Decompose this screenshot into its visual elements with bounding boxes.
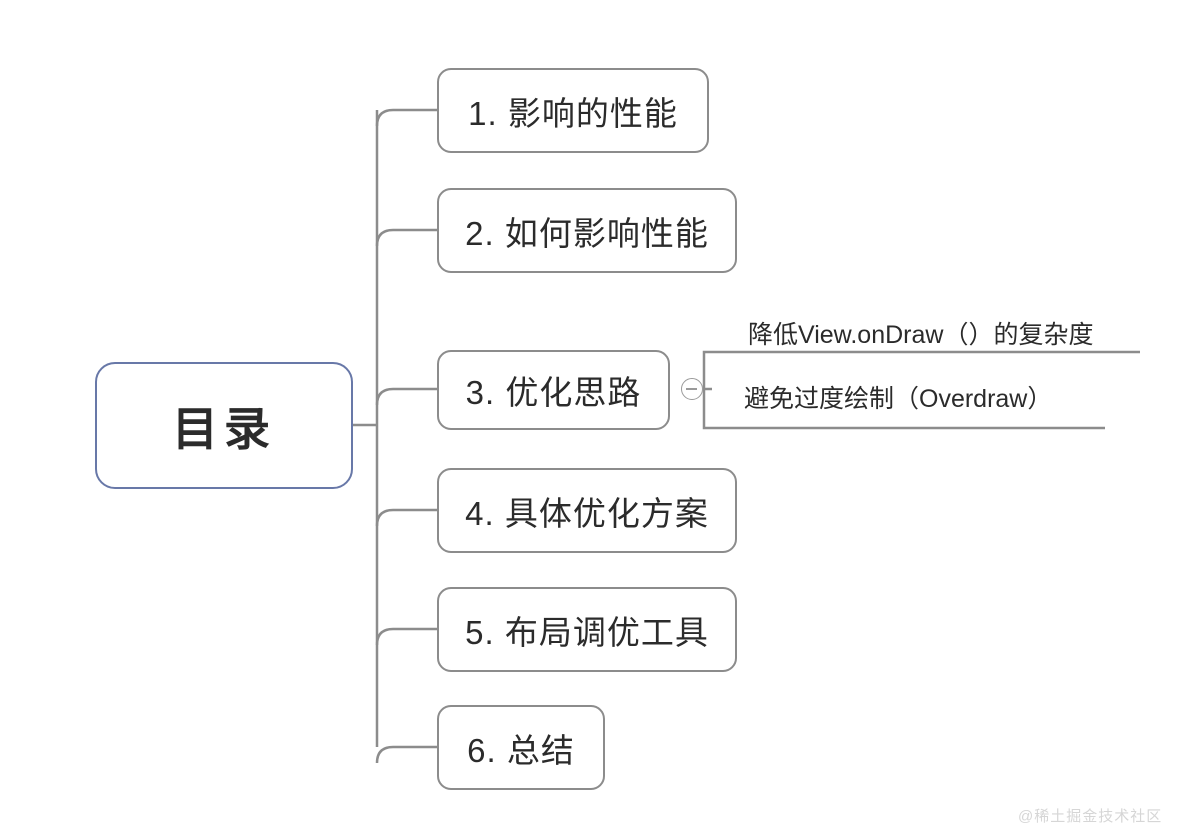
branch-node-4[interactable]: 4. 具体优化方案 [437, 468, 737, 553]
collapse-toggle-icon[interactable] [681, 378, 703, 400]
leaf-node-1[interactable]: 降低View.onDraw（）的复杂度 [748, 313, 1093, 353]
connector-subbranch-lower [702, 389, 1105, 430]
connector-branch-5 [375, 627, 437, 646]
root-node-label: 目录 [172, 402, 276, 455]
leaf-node-2[interactable]: 避免过度绘制（Overdraw） [744, 373, 1052, 421]
connector-subbranch-upper [702, 350, 1140, 389]
branch-node-2-label: 2. 如何影响性能 [465, 214, 709, 252]
branch-node-1-label: 1. 影响的性能 [468, 94, 678, 132]
connector-branch-2 [375, 228, 437, 247]
connector-branch-3 [375, 387, 437, 406]
connector-branch-6 [375, 745, 437, 764]
branch-node-6-label: 6. 总结 [467, 731, 575, 769]
leaf-node-1-label: 降低View.onDraw（）的复杂度 [748, 321, 1094, 349]
branch-node-3-label: 3. 优化思路 [465, 374, 642, 411]
root-node[interactable]: 目录 [95, 362, 353, 489]
branch-node-6[interactable]: 6. 总结 [437, 705, 605, 790]
branch-node-3[interactable]: 3. 优化思路 [437, 350, 670, 430]
branch-node-1[interactable]: 1. 影响的性能 [437, 68, 709, 153]
connector-branch-4 [375, 508, 437, 527]
branch-node-5[interactable]: 5. 布局调优工具 [437, 587, 737, 672]
connector-branch-1 [375, 108, 437, 127]
watermark: @稀土掘金技术社区 [1018, 808, 1163, 825]
branch-node-4-label: 4. 具体优化方案 [465, 494, 709, 532]
branch-node-5-label: 5. 布局调优工具 [465, 613, 709, 651]
branch-node-2[interactable]: 2. 如何影响性能 [437, 188, 737, 273]
leaf-node-2-label: 避免过度绘制（Overdraw） [744, 385, 1053, 413]
